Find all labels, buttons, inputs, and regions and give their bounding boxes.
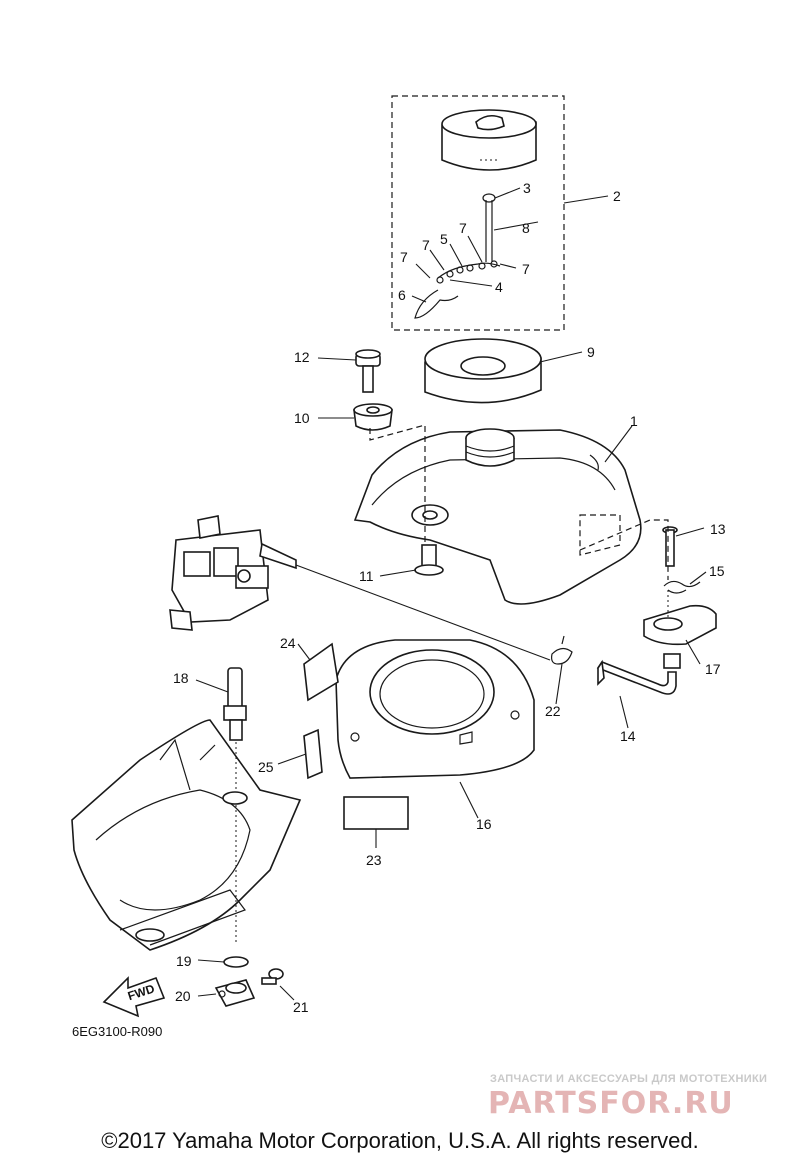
label-23 xyxy=(343,796,409,830)
tank-cover-16 xyxy=(335,639,535,779)
callout-10: 10 xyxy=(294,410,310,426)
callout-numbers: 1 2 3 4 5 6 7 7 7 7 8 9 10 11 12 13 14 1… xyxy=(173,180,726,1015)
callout-13: 13 xyxy=(710,521,726,537)
callout-1: 1 xyxy=(630,413,638,429)
fuel-hose-14 xyxy=(596,659,677,695)
collar-11 xyxy=(414,544,444,576)
callout-23: 23 xyxy=(366,852,382,868)
callout-7a: 7 xyxy=(400,249,408,265)
callout-2: 2 xyxy=(613,188,621,204)
carburetor xyxy=(169,515,297,631)
bracket-17 xyxy=(643,604,717,669)
callout-3: 3 xyxy=(523,180,531,196)
label-24 xyxy=(303,642,339,702)
callout-19: 19 xyxy=(176,953,192,969)
callout-6: 6 xyxy=(398,287,406,303)
clamp-22 xyxy=(551,635,573,665)
fuel-tank xyxy=(353,428,642,605)
callout-22: 22 xyxy=(545,703,561,719)
callout-15: 15 xyxy=(709,563,725,579)
fuel-cap-assembly-box xyxy=(391,95,565,331)
watermark-brand: PARTSFOR.RU xyxy=(488,1086,734,1121)
callout-7b: 7 xyxy=(422,237,430,253)
bolt-13 xyxy=(662,526,678,567)
cap-gasket xyxy=(424,338,542,404)
callout-21: 21 xyxy=(293,999,309,1015)
cap-strap xyxy=(414,193,501,319)
clip-15 xyxy=(663,580,701,594)
watermark-tagline: ЗАПЧАСТИ И АКСЕССУАРЫ ДЛЯ МОТОТЕХНИКИ xyxy=(490,1073,767,1085)
fwd-arrow-icon: FWD xyxy=(102,976,166,1018)
o-ring-19 xyxy=(223,956,249,968)
bottom-cowling xyxy=(71,719,302,951)
joint-20 xyxy=(214,979,256,1007)
grommet-10 xyxy=(353,403,393,431)
callout-8: 8 xyxy=(522,220,530,236)
callout-14: 14 xyxy=(620,728,636,744)
leader-lines xyxy=(195,187,707,1001)
callout-16: 16 xyxy=(476,816,492,832)
callout-11: 11 xyxy=(359,568,374,584)
callout-7c: 7 xyxy=(459,220,467,236)
callout-7d: 7 xyxy=(522,261,530,277)
fuel-cap xyxy=(441,109,537,171)
callout-17: 17 xyxy=(705,661,721,677)
diagram-code: 6EG3100-R090 xyxy=(72,1024,162,1039)
copyright-notice: ©2017 Yamaha Motor Corporation, U.S.A. A… xyxy=(101,1128,699,1153)
screw-21 xyxy=(261,968,284,985)
callout-4: 4 xyxy=(495,279,503,295)
callout-9: 9 xyxy=(587,344,595,360)
callout-18: 18 xyxy=(173,670,189,686)
callout-20: 20 xyxy=(175,988,191,1004)
callout-5: 5 xyxy=(440,231,448,247)
fuel-connector-18 xyxy=(223,667,247,741)
callout-25: 25 xyxy=(258,759,274,775)
bolt-12 xyxy=(355,349,381,393)
callout-24: 24 xyxy=(280,635,296,651)
label-25 xyxy=(303,728,323,780)
callout-12: 12 xyxy=(294,349,310,365)
